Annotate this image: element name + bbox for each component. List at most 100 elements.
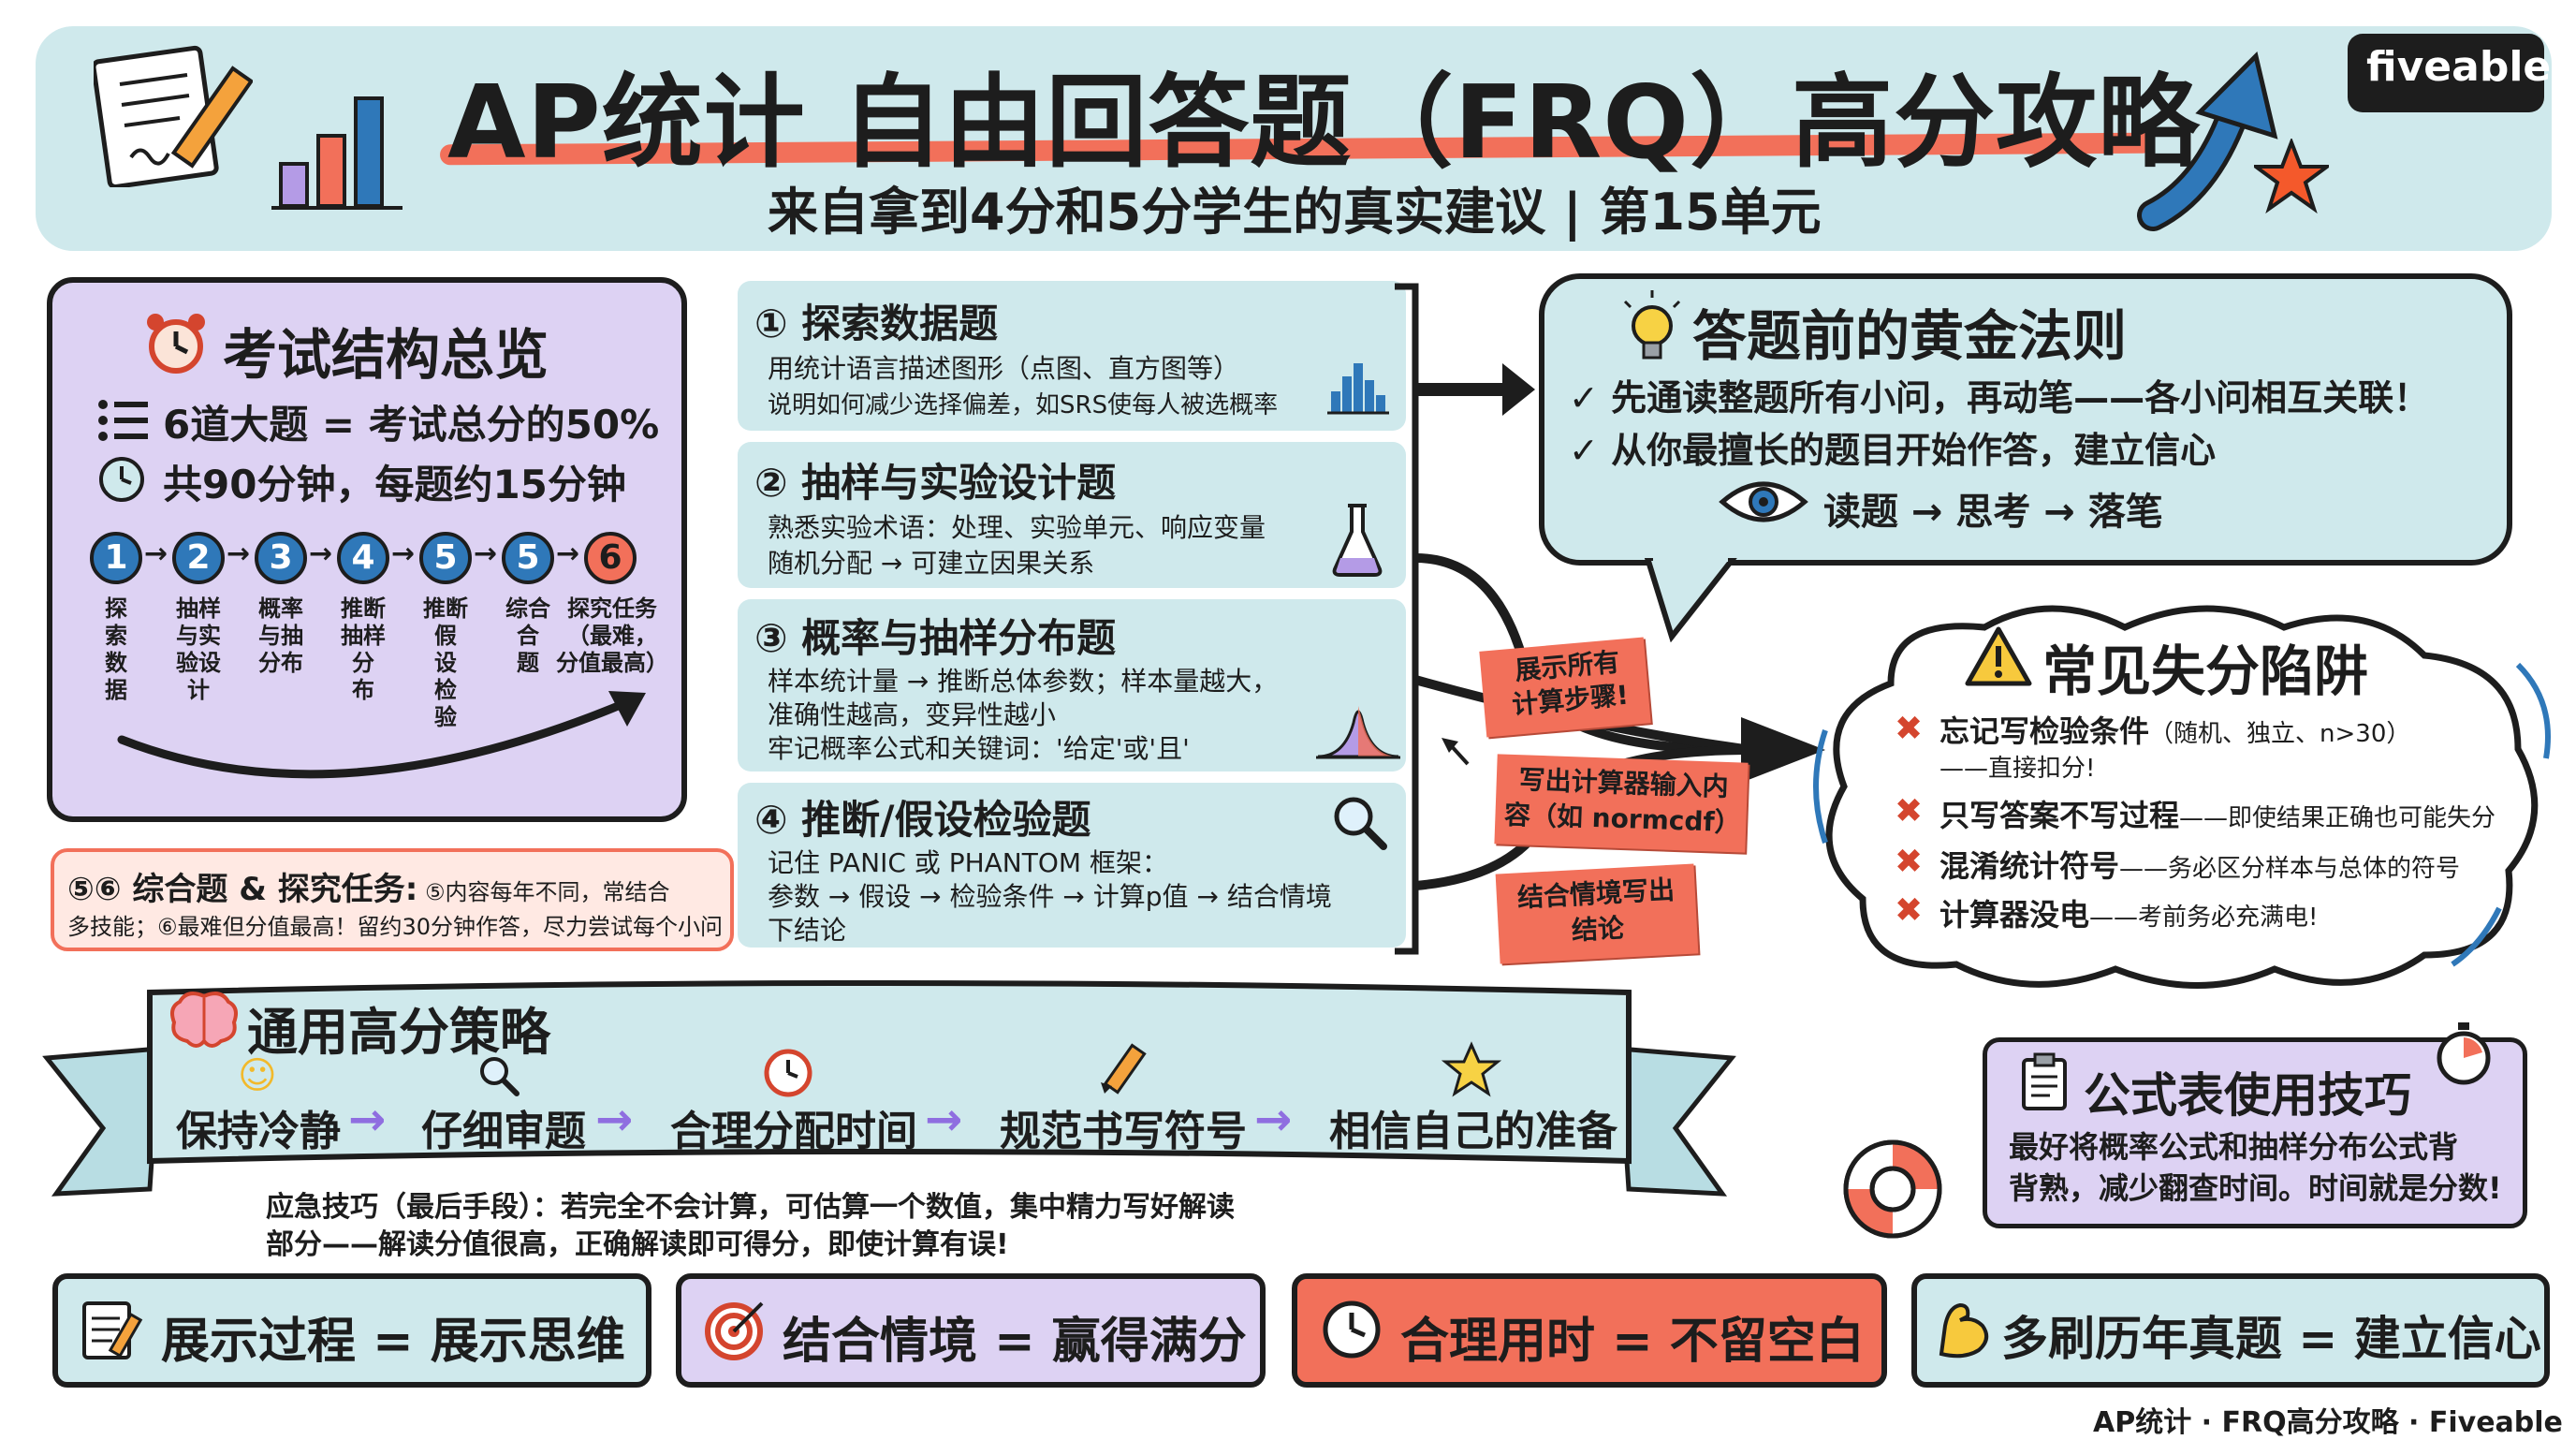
step-label: 概率 与抽 分布 <box>258 595 303 676</box>
step-circle: 1 <box>90 532 142 584</box>
arrow-icon: → <box>925 1094 963 1146</box>
cross-icon: ✖ <box>1895 792 1924 830</box>
pitfalls-title: 常见失分陷阱 <box>2042 639 2369 703</box>
step-label: 推断 假 设 检 验 <box>423 595 468 730</box>
arrow-icon: → <box>474 537 498 570</box>
pitfall-main: 忘记写检验条件 <box>1939 713 2150 749</box>
brand-logo-text: fiveable <box>2366 43 2552 91</box>
bottom-box-time <box>1292 1273 1887 1388</box>
strategy-step: 规范书写符号 <box>1000 1108 1247 1155</box>
pitfall-detail: （随机、独立、n>30） <box>2149 720 2411 748</box>
muscle-icon <box>1932 1298 1996 1361</box>
strategy-title: 通用高分策略 <box>247 1003 550 1062</box>
strategy-step: 保持冷静 <box>176 1108 341 1155</box>
rising-arrow-icon <box>2134 47 2340 234</box>
golden-rules-title: 答题前的黄金法则 <box>1692 304 2128 368</box>
question-line: 用统计语言描述图形（点图、直方图等） <box>768 353 1240 384</box>
footer-credit: AP统计 · FRQ高分攻略 · Fiveable <box>2093 1406 2563 1439</box>
step-circle: 5 <box>419 532 472 584</box>
question-title: ② 抽样与实验设计题 <box>754 460 1117 506</box>
strategy-ribbon <box>37 974 1741 1198</box>
combo-task-text-b: 多技能；⑥最难但分值最高！留约30分钟作答，尽力尝试每个小问 <box>67 914 724 940</box>
clipboard-icon <box>2020 1052 2069 1112</box>
exam-duration: 共90分钟，每题约15分钟 <box>163 462 626 507</box>
note-context-conclusion-text: 结合情境写出 结论 <box>1516 874 1676 947</box>
step-label: 探究任务 （最难， 分值最高） <box>556 595 668 676</box>
step-label: 抽样 与实 验设 计 <box>176 595 221 703</box>
emergency-tip-line1: 应急技巧（最后手段）：若完全不会计算，可估算一个数值，集中精力写好解读 <box>266 1191 1235 1224</box>
flask-icon <box>1329 500 1385 579</box>
bar-chart-icon <box>271 84 412 215</box>
curved-arrow-icon <box>103 683 646 805</box>
arrow-icon: → <box>391 537 416 570</box>
question-line: 熟悉实验术语：处理、实验单元、响应变量 <box>768 512 1266 543</box>
strategy-step: 合理分配时间 <box>670 1108 917 1155</box>
bottom-box-show-work <box>52 1273 651 1388</box>
exam-questions-count: 6道大题 = 考试总分的50% <box>163 402 660 448</box>
notebook-pencil-icon <box>94 37 253 187</box>
arrow-icon: → <box>348 1094 387 1146</box>
question-line: 说明如何减少选择偏差，如SRS使每人被选概率 <box>768 391 1279 419</box>
pitfall-item: 忘记写检验条件（随机、独立、n>30） <box>1939 708 2410 751</box>
question-card <box>738 442 1406 588</box>
arrow-icon: → <box>1254 1094 1293 1146</box>
combo-task-title: ⑤⑥ 综合题 & 探究任务: <box>67 871 418 908</box>
golden-rules-bubble <box>1539 273 2512 566</box>
pitfall-item: 计算器没电——考前务必充满电! <box>1939 891 2318 934</box>
step-circle: 5 <box>502 532 554 584</box>
lightbulb-icon <box>1619 290 1685 367</box>
pitfall-detail: ——务必区分样本与总体的符号 <box>2119 855 2461 883</box>
cross-icon: ✖ <box>1895 710 1924 748</box>
formula-tips-panel <box>1983 1037 2527 1228</box>
combo-task-text-a: ⑤内容每年不同，常结合 <box>417 879 670 905</box>
strategy-step: 相信自己的准备 <box>1329 1108 1617 1155</box>
bottom-box-text: 结合情境 = 赢得满分 <box>783 1314 1247 1370</box>
cross-icon: ✖ <box>1895 843 1924 881</box>
bottom-box-text: 多刷历年真题 = 建立信心 <box>2001 1312 2541 1366</box>
question-card <box>738 281 1406 431</box>
step-circle: 2 <box>172 532 225 584</box>
histogram-icon <box>1325 356 1391 416</box>
magnifier-icon <box>476 1052 520 1097</box>
stopwatch-icon <box>2430 1021 2497 1088</box>
brand-logo <box>2348 34 2544 112</box>
bubble-tail <box>1644 558 1747 642</box>
pitfall-main: 混淆统计符号 <box>1939 848 2120 884</box>
clock-icon <box>97 455 146 504</box>
pitfalls-cloud <box>1807 599 2555 1002</box>
golden-rule: ✓ 从你最擅长的题目开始作答，建立信心 <box>1569 430 2217 471</box>
question-card <box>738 599 1406 771</box>
pitfall-detail-2: ——直接扣分! <box>1939 755 2096 783</box>
question-title: ④ 推断/假设检验题 <box>754 797 1091 843</box>
step-circle: 6 <box>584 532 637 584</box>
formula-tips-line: 最好将概率公式和抽样分布公式背 <box>2009 1129 2459 1165</box>
step-label: 探 索 数 据 <box>105 595 127 703</box>
note-show-steps-text: 展示所有 计算步骤! <box>1510 646 1631 721</box>
clock-icon <box>762 1047 814 1099</box>
page-subtitle: 来自拿到4分和5分学生的真实建议 | 第15单元 <box>768 183 1822 242</box>
brain-icon <box>168 989 240 1051</box>
pitfall-item: 只写答案不写过程——即使结果正确也可能失分 <box>1939 792 2496 835</box>
arrow-icon: → <box>556 537 580 570</box>
arrow-icon: → <box>227 537 251 570</box>
target-icon <box>704 1298 768 1361</box>
step-label: 综合 合 题 <box>505 595 550 676</box>
question-line: 下结论 <box>768 915 847 946</box>
star-icon <box>2254 139 2329 213</box>
page-title: AP统计 自由回答题（FRQ）高分攻略 <box>447 65 2201 182</box>
question-line: 准确性越高，变异性越小 <box>768 699 1057 730</box>
golden-rule: ✓ 先通读整题所有小问，再动笔——各小问相互关联！ <box>1569 377 2430 419</box>
bottom-box-text: 展示过程 = 展示思维 <box>161 1314 625 1370</box>
lifebuoy-icon <box>1837 1133 1949 1245</box>
pitfall-main: 只写答案不写过程 <box>1939 798 2180 833</box>
smiley-icon: ☺ <box>238 1054 277 1097</box>
bottom-box-text: 合理用时 = 不留空白 <box>1400 1314 1865 1370</box>
arrow-icon: → <box>309 537 333 570</box>
step-circle: 4 <box>337 532 389 584</box>
bell-curve-icon <box>1316 695 1400 760</box>
pitfall-detail: ——即使结果正确也可能失分 <box>2179 804 2496 832</box>
bottom-box-context <box>676 1273 1266 1388</box>
question-title: ① 探索数据题 <box>754 301 999 346</box>
note-calculator-input-text: 写出计算器输入内 容（如 normcdf） <box>1503 764 1742 839</box>
formula-tips-title: 公式表使用技巧 <box>2084 1068 2411 1123</box>
